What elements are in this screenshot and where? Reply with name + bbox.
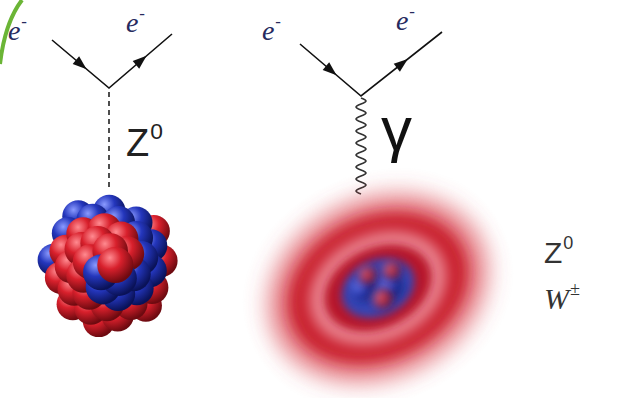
fermion-line bbox=[52, 34, 172, 88]
boson-label: γ bbox=[381, 98, 412, 160]
photon-line bbox=[356, 98, 366, 194]
nucleus-ring bbox=[310, 228, 445, 348]
particle-label: e- bbox=[8, 14, 27, 45]
fermion-arrowhead bbox=[323, 62, 340, 79]
nucleus-core bbox=[332, 247, 425, 330]
electron-lines-left bbox=[52, 34, 172, 88]
particle-label: e- bbox=[262, 14, 281, 45]
core-ball bbox=[370, 286, 397, 313]
boson-label: W± bbox=[544, 280, 580, 314]
fermion-line bbox=[300, 32, 442, 96]
nucleon-ball bbox=[97, 247, 133, 283]
boson-label: Z0 bbox=[126, 120, 163, 162]
nucleus-left bbox=[38, 195, 178, 337]
nucleus-ring bbox=[290, 209, 466, 368]
nucleus-blurred bbox=[239, 161, 516, 398]
fermion-arrowhead bbox=[394, 55, 411, 72]
particle-label: e- bbox=[396, 4, 415, 35]
fermion-arrowhead bbox=[73, 56, 90, 73]
z-boson-line bbox=[108, 92, 110, 190]
nucleus-shell bbox=[265, 186, 491, 391]
fermion-arrowhead bbox=[133, 52, 150, 69]
core-ball bbox=[356, 263, 380, 287]
nucleus-glow bbox=[239, 161, 516, 398]
core-ball bbox=[380, 259, 404, 283]
electron-lines-right bbox=[300, 32, 442, 96]
boson-label: Z0 bbox=[544, 234, 573, 268]
corner-arc bbox=[0, 0, 22, 64]
particle-label: e- bbox=[126, 6, 145, 37]
